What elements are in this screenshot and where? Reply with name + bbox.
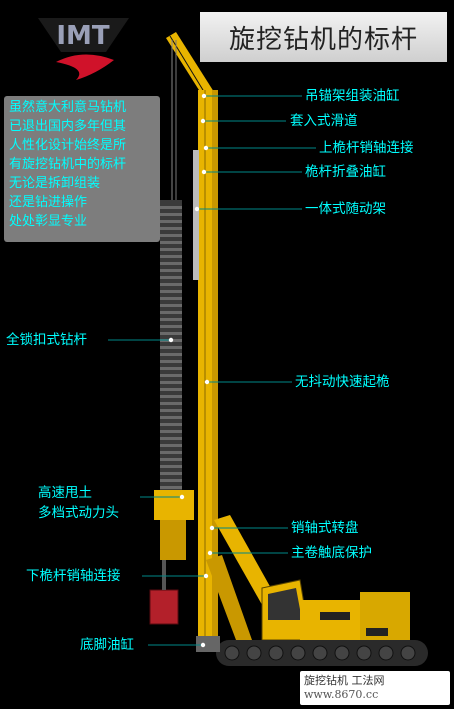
callout-nested-slideway: 套入式滑道 <box>290 113 358 129</box>
kelly-ring <box>160 367 182 370</box>
kelly-ring <box>160 423 182 426</box>
kelly-ring <box>160 311 182 314</box>
kelly-ring <box>160 290 182 293</box>
intro-line: 虽然意大利意马钻机 <box>9 100 127 115</box>
kelly-ring <box>160 451 182 454</box>
track-wheel <box>312 645 328 661</box>
drill-bucket <box>149 589 179 625</box>
kelly-ring <box>160 381 182 384</box>
kelly-ring <box>160 255 182 258</box>
kelly-ring <box>160 269 182 272</box>
callout-anchor-dots <box>168 93 215 648</box>
kelly-ring <box>160 297 182 300</box>
callout-lower-mast-pin: 下桅杆销轴连接 <box>26 568 121 584</box>
intro-line: 人性化设计始终是所 <box>9 138 127 153</box>
foot-cylinder-pad <box>196 636 220 652</box>
kelly-ring <box>160 206 182 209</box>
callout-hanging-frame-cylinder: 吊锚架组装油缸 <box>305 88 400 104</box>
track-wheel <box>246 645 262 661</box>
callout-integrated-follower: 一体式随动架 <box>305 201 386 217</box>
kelly-ring <box>160 458 182 461</box>
callout-fast-mast-raise: 无抖动快速起桅 <box>295 374 390 390</box>
kelly-ring <box>160 402 182 405</box>
kelly-ring <box>160 479 182 482</box>
kelly-ring <box>160 213 182 216</box>
kelly-ring <box>160 465 182 468</box>
callout-mast-folding-cylinder: 桅杆折叠油缸 <box>305 164 386 180</box>
kelly-ring <box>160 332 182 335</box>
callout-interlocking-kelly: 全锁扣式钻杆 <box>6 332 87 348</box>
kelly-ring <box>160 325 182 328</box>
kelly-ring <box>160 304 182 307</box>
intro-line: 已退出国内多年但其 <box>9 119 127 134</box>
callout-pin-turntable: 销轴式转盘 <box>291 520 359 536</box>
track-wheel <box>268 645 284 661</box>
rotary-drive <box>154 490 194 520</box>
callout-leader-lines <box>108 95 316 646</box>
callout-high-speed-spin: 高速甩土 <box>38 485 92 501</box>
kelly-ring <box>160 444 182 447</box>
imt-logo-icon: IMT <box>38 18 129 80</box>
kelly-ring <box>160 430 182 433</box>
kelly-ring <box>160 220 182 223</box>
intro-line: 处处彰显专业 <box>9 214 88 229</box>
kelly-ring <box>160 409 182 412</box>
kelly-ring <box>160 262 182 265</box>
intro-line: 还是钻进操作 <box>9 195 88 210</box>
track-wheels <box>224 645 416 661</box>
title-banner: 旋挖钻机的标杆 <box>200 12 447 62</box>
callout-upper-mast-pin: 上桅杆销轴连接 <box>319 140 414 156</box>
track-wheel <box>224 645 240 661</box>
watermark: 旋挖钻机 工法网 www.8670.cc <box>300 671 450 705</box>
kelly-ring <box>160 374 182 377</box>
page-title: 旋挖钻机的标杆 <box>228 24 418 55</box>
intro-line: 有旋挖钻机中的标杆 <box>9 157 127 172</box>
watermark-line2: www.8670.cc <box>304 688 379 701</box>
folding-cylinder <box>193 150 199 280</box>
kelly-ring <box>160 276 182 279</box>
kelly-ring <box>160 416 182 419</box>
logo-text: IMT <box>56 21 110 51</box>
kelly-ring <box>160 346 182 349</box>
kelly-ring <box>160 234 182 237</box>
kelly-ring <box>160 248 182 251</box>
track-wheel <box>400 645 416 661</box>
kelly-ring <box>160 388 182 391</box>
kelly-ring <box>160 437 182 440</box>
callout-multi-gear-drive: 多档式动力头 <box>38 505 119 521</box>
track-wheel <box>334 645 350 661</box>
intro-line: 无论是拆卸组装 <box>9 176 101 191</box>
intro-text-box: 虽然意大利意马钻机 已退出国内多年但其 人性化设计始终是所 有旋挖钻机中的标杆 … <box>4 96 160 242</box>
kelly-ring <box>160 395 182 398</box>
kelly-ring <box>160 283 182 286</box>
kelly-ring <box>160 353 182 356</box>
kelly-ring <box>160 318 182 321</box>
callout-foot-cylinder: 底脚油缸 <box>80 637 134 653</box>
kelly-ring <box>160 227 182 230</box>
kelly-ring <box>160 472 182 475</box>
track-wheel <box>290 645 306 661</box>
track-wheel <box>378 645 394 661</box>
logo-swoosh <box>56 54 114 80</box>
watermark-line1: 旋挖钻机 工法网 <box>304 674 385 687</box>
track-wheel <box>356 645 372 661</box>
callout-main-winch-protection: 主卷触底保护 <box>291 545 372 561</box>
kelly-ring <box>160 241 182 244</box>
kelly-ring <box>160 360 182 363</box>
kelly-ring <box>160 486 182 489</box>
